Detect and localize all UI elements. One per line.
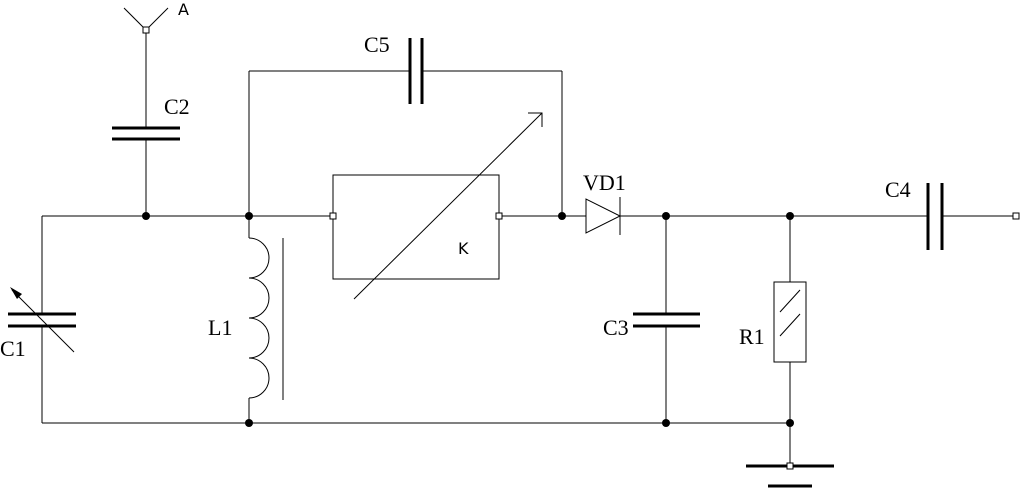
junction-dots: [142, 212, 794, 427]
k-label: K: [458, 239, 469, 258]
inductor-l1: [248, 237, 284, 400]
capacitor-c4: [926, 183, 944, 250]
resistor-r1: [773, 281, 807, 363]
antenna-label: A: [178, 0, 189, 19]
c2-label: C2: [164, 94, 190, 119]
ground-symbol: [746, 462, 834, 488]
capacitor-c5: [408, 38, 424, 104]
capacitor-c3: [633, 312, 700, 328]
variable-capacitor-c1: [8, 287, 76, 353]
c5-label: C5: [364, 32, 390, 57]
r1-label: R1: [739, 324, 765, 349]
diode-vd1: [585, 197, 622, 235]
c3-label: C3: [603, 315, 629, 340]
output-terminal: [1012, 212, 1020, 220]
wires: [41, 30, 1016, 466]
l1-label: L1: [208, 315, 232, 340]
antenna-symbol: [123, 7, 169, 34]
c4-label: C4: [885, 177, 911, 202]
variable-element-k: [329, 112, 543, 300]
capacitor-c2: [112, 126, 180, 141]
vd1-label: VD1: [583, 170, 626, 195]
c1-label: C1: [0, 336, 26, 361]
